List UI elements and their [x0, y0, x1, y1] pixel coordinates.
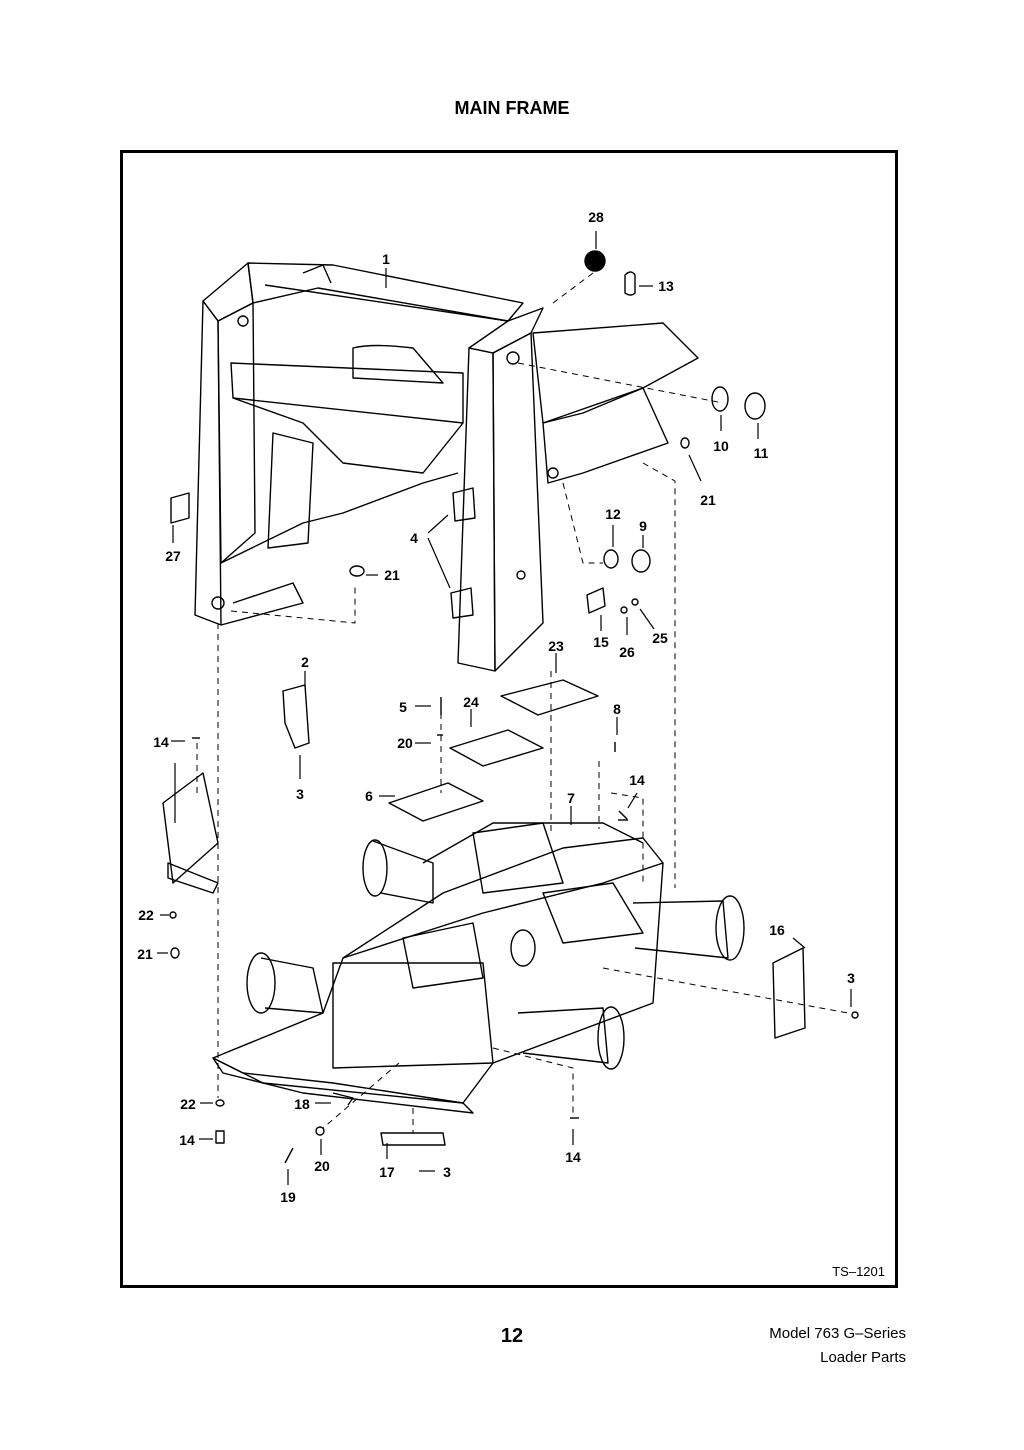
callout-21: 21 — [700, 492, 716, 508]
callout-7: 7 — [567, 790, 575, 806]
callout-3-bottom: 3 — [443, 1164, 451, 1180]
callout-3: 3 — [296, 786, 304, 802]
main-frame-upper — [194, 262, 699, 672]
small-parts-lower — [169, 737, 859, 1164]
callout-19: 19 — [280, 1189, 296, 1205]
callout-20: 20 — [397, 735, 413, 751]
callout-5: 5 — [399, 699, 407, 715]
callout-2: 2 — [301, 654, 309, 670]
callout-14-upper-right: 14 — [629, 772, 645, 788]
callout-25: 25 — [652, 630, 668, 646]
callout-14-lower-left: 14 — [179, 1132, 195, 1148]
callout-14-lower-right: 14 — [565, 1149, 581, 1165]
footer-section: Loader Parts — [820, 1349, 906, 1366]
callouts: 1 2 3 4 5 6 7 8 9 10 11 12 13 14 15 16 1… — [137, 209, 855, 1205]
callout-3-right: 3 — [847, 970, 855, 986]
callout-18: 18 — [294, 1096, 310, 1112]
callout-16: 16 — [769, 922, 785, 938]
assembly-lines — [196, 272, 849, 1133]
callout-14: 14 — [153, 734, 169, 750]
floor-plates — [282, 679, 628, 822]
callout-6: 6 — [365, 788, 373, 804]
callout-21-lower-left: 21 — [137, 946, 153, 962]
footer-model: Model 763 G–Series — [769, 1325, 906, 1342]
small-parts-upper — [170, 250, 766, 614]
callout-21-upper-left: 21 — [384, 567, 400, 583]
leader-lines — [157, 231, 852, 1185]
diagram-frame: 1 2 3 4 5 6 7 8 9 10 11 12 13 14 15 16 1… — [120, 150, 898, 1288]
callout-24: 24 — [463, 694, 479, 710]
callout-8: 8 — [613, 701, 621, 717]
callout-15: 15 — [593, 634, 609, 650]
callout-11: 11 — [754, 445, 769, 461]
callout-10: 10 — [713, 438, 729, 454]
callout-22: 22 — [138, 907, 154, 923]
callout-20-bottom: 20 — [314, 1158, 330, 1174]
callout-4: 4 — [410, 530, 418, 546]
callout-13: 13 — [658, 278, 674, 294]
callout-26: 26 — [619, 644, 635, 660]
callout-12: 12 — [605, 506, 621, 522]
exploded-parts-diagram: 1 2 3 4 5 6 7 8 9 10 11 12 13 14 15 16 1… — [137, 209, 859, 1205]
drawing-code: TS–1201 — [832, 1264, 885, 1279]
callout-22-lower: 22 — [180, 1096, 196, 1112]
page-number: 12 — [500, 1325, 524, 1347]
footer: Model 763 G–Series Loader Parts — [769, 1322, 906, 1370]
callout-23: 23 — [548, 638, 564, 654]
callout-9: 9 — [639, 518, 647, 534]
callout-27: 27 — [165, 548, 181, 564]
main-frame-lower — [162, 772, 745, 1114]
page-title: MAIN FRAME — [454, 98, 570, 118]
callout-17: 17 — [379, 1164, 395, 1180]
callout-1: 1 — [382, 251, 390, 267]
callout-28: 28 — [588, 209, 604, 225]
